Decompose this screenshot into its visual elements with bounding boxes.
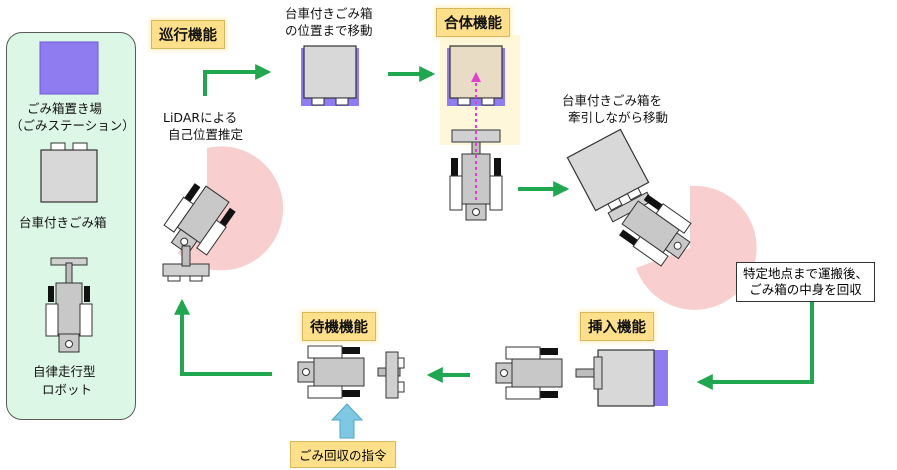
towed-cart xyxy=(566,128,653,223)
cart-at-station xyxy=(301,45,359,106)
standby-cart-bar xyxy=(385,351,405,399)
station-label-2: （ごみステーション） xyxy=(10,118,135,133)
patrol-function-title: 巡行機能 xyxy=(151,20,225,49)
flow-arrow-1 xyxy=(203,64,272,96)
docking-robot xyxy=(449,129,503,221)
insert-station xyxy=(597,349,668,407)
standby-robot xyxy=(297,345,401,399)
station-label-1: ごみ箱置き場 xyxy=(27,101,103,116)
tow-sensor-field xyxy=(636,185,757,310)
robot-legend-icon xyxy=(45,257,93,353)
move-to-cart-note-2: の位置まで移動 xyxy=(285,23,373,38)
collect-note-box: 特定地点まで運搬後、 ごみ箱の中身を回収 xyxy=(736,262,876,302)
station-swatch xyxy=(39,41,99,95)
cart-legend-icon xyxy=(40,142,98,203)
move-to-cart-note-1: 台車付きごみ箱 xyxy=(285,6,373,21)
collect-command-label: ごみ回収の指令 xyxy=(290,441,396,468)
lidar-note-2: 自己位置推定 xyxy=(168,127,244,142)
insert-robot xyxy=(495,346,603,400)
collect-note-1: 特定地点まで運搬後、 xyxy=(743,266,869,281)
lidar-note-1: LiDARによる xyxy=(163,110,238,125)
cart-legend-label: 台車付きごみ箱 xyxy=(19,215,107,230)
command-arrow xyxy=(330,403,364,439)
standby-function-title: 待機機能 xyxy=(302,312,376,341)
insert-function-title: 挿入機能 xyxy=(580,312,654,341)
flow-arrow-4 xyxy=(696,262,814,390)
collect-note-2: ごみ箱の中身を回収 xyxy=(749,282,862,297)
robot-legend-label-2: ロボット xyxy=(42,382,93,397)
robot-legend-label-1: 自律走行型 xyxy=(33,364,96,379)
docking-function-title: 合体機能 xyxy=(436,8,510,37)
tow-note-1: 台車付きごみ箱を xyxy=(562,93,663,108)
flow-arrow-6 xyxy=(174,298,272,376)
patrol-robot-arm xyxy=(162,245,210,282)
tow-note-2: 牽引しながら移動 xyxy=(568,110,669,125)
